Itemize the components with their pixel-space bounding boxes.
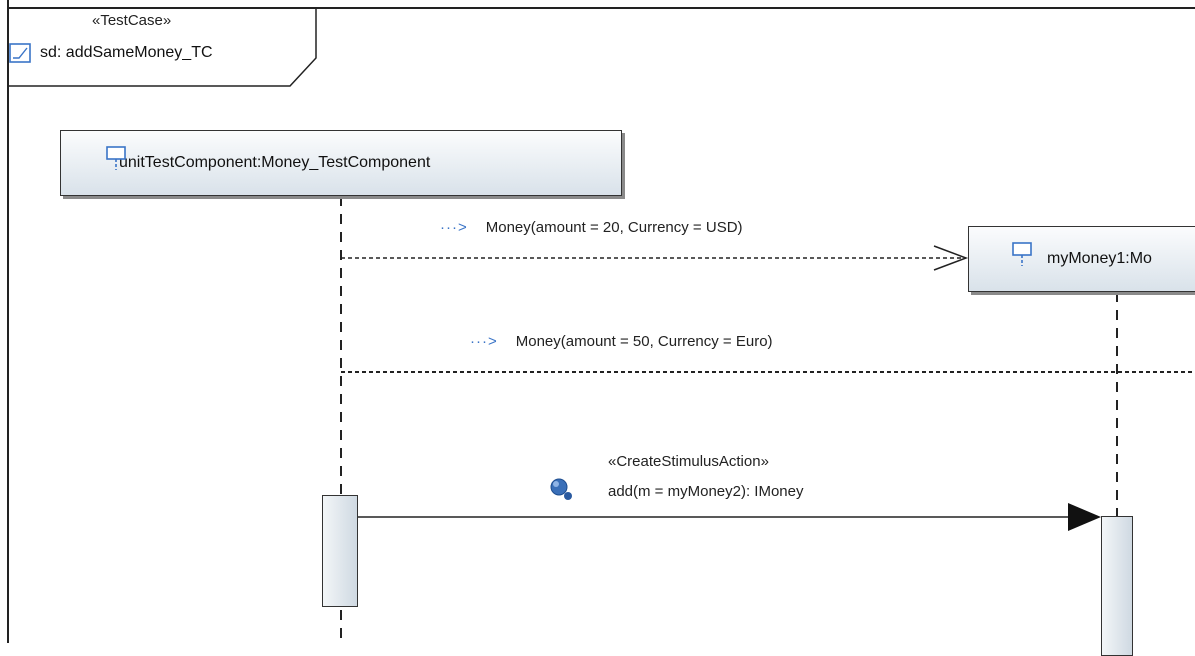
frame-title: sd: addSameMoney_TC	[40, 44, 213, 61]
lifeline-head-unit-test-component[interactable]: unitTestComponent:Money_TestComponent	[60, 130, 622, 196]
message-1-text: Money(amount = 20, Currency = USD)	[485, 219, 743, 236]
frame-tab: «TestCase» sd: addSameMoney_TC	[0, 0, 318, 86]
activation-bar-2[interactable]	[1101, 516, 1133, 656]
message-arrow-icon: ···>	[470, 333, 498, 350]
lifeline-icon	[106, 146, 126, 170]
sequence-diagram-icon	[9, 43, 31, 63]
lifeline-head-my-money-1[interactable]: myMoney1:Mo	[968, 226, 1195, 292]
message-1-label[interactable]: ···> Money(amount = 20, Currency = USD)	[440, 219, 743, 236]
lifeline-icon	[1012, 242, 1032, 266]
lifeline-label: myMoney1:Mo	[1047, 250, 1152, 267]
message-3-stereotype: «CreateStimulusAction»	[608, 453, 769, 470]
stimulus-action-icon	[550, 478, 572, 500]
lifeline-label: unitTestComponent:Money_TestComponent	[119, 154, 431, 171]
message-3-arrowhead	[1068, 503, 1101, 531]
message-arrow-icon: ···>	[440, 219, 468, 236]
message-2-text: Money(amount = 50, Currency = Euro)	[515, 333, 773, 350]
frame-label-tab	[8, 8, 317, 87]
message-1-arrowhead	[933, 245, 969, 271]
message-2-label[interactable]: ···> Money(amount = 50, Currency = Euro)	[470, 333, 773, 350]
frame-stereotype: «TestCase»	[92, 12, 172, 29]
message-3-label[interactable]: add(m = myMoney2): IMoney	[608, 483, 804, 500]
activation-bar-1[interactable]	[322, 495, 358, 607]
